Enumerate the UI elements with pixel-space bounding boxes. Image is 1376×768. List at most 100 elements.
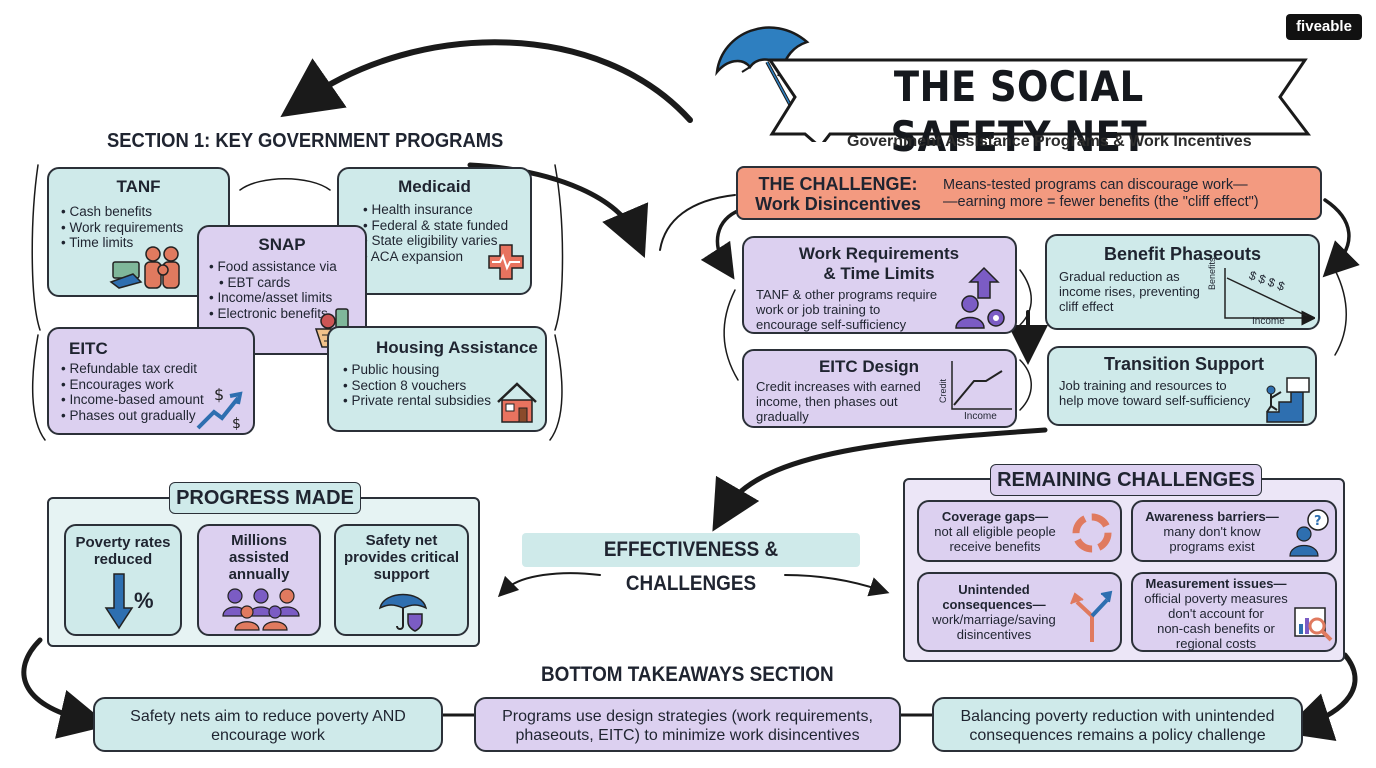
page-subtitle: Government Assistance Programs & Work In… [847, 133, 1252, 150]
challenge-card: Unintended consequences— work/marriage/s… [917, 572, 1122, 652]
card-text: Gradual reduction as [1059, 269, 1180, 284]
takeaway-text: phaseouts, EITC) to minimize work disinc… [515, 727, 860, 744]
list-item: Health insurance [363, 202, 508, 218]
coverage-gap-icon [1072, 513, 1112, 553]
takeaway-card: Safety nets aim to reduce poverty AND en… [93, 697, 443, 752]
challenge-bar: THE CHALLENGE: Work Disincentives Means-… [736, 166, 1322, 220]
takeaways-heading: BOTTOM TAKEAWAYS SECTION [541, 663, 834, 686]
progress-card: Safety net provides critical support [334, 524, 469, 636]
takeaway-card: Balancing poverty reduction with uninten… [932, 697, 1303, 752]
progress-text: annually [228, 566, 290, 583]
split-arrows-icon [1070, 590, 1113, 642]
crowd-icon [222, 588, 300, 631]
arrow-strategies-to-center [712, 427, 1048, 532]
challenge-card: Coverage gaps— not all eligible people r… [917, 500, 1122, 562]
challenge-text: official poverty measures [1144, 591, 1288, 606]
challenge-label-2: Work Disincentives [755, 194, 921, 214]
challenge-head: Awareness barriers— [1145, 509, 1279, 524]
phaseout-graph-icon [1224, 268, 1315, 326]
strategy-card-eitc-design: EITC Design Credit increases with earned… [742, 349, 1017, 428]
card-text: income rises, preventing [1059, 284, 1200, 299]
challenge-text: disincentives [956, 627, 1032, 642]
program-title: Medicaid [398, 177, 471, 196]
list-item: Work requirements [61, 220, 183, 236]
rising-dollar-icon: $ $ [196, 385, 243, 432]
program-title: Housing Assistance [376, 338, 538, 357]
svg-text:$: $ [232, 416, 241, 432]
challenge-label: THE CHALLENGE: [758, 174, 918, 194]
arrow-title-to-section1 [280, 39, 693, 123]
challenge-head: consequences— [942, 597, 1046, 612]
takeaway-text: encourage work [211, 727, 325, 744]
progress-panel: PROGRESS MADE Poverty rates reduced % Mi… [47, 482, 480, 647]
center-label: EFFECTIVENESS & CHALLENGES [522, 533, 860, 595]
progress-text: provides critical [343, 549, 460, 566]
challenge-head: Coverage gaps— [941, 509, 1049, 524]
medical-cross-icon [488, 244, 524, 280]
card-text: Credit increases with earned [756, 379, 921, 394]
program-card-medicaid: Medicaid Health insurance Federal & stat… [337, 167, 532, 295]
card-text: cliff effect [1059, 299, 1114, 314]
challenge-text: many don't know [1163, 524, 1261, 539]
challenge-text-1: Means-tested programs can discourage wor… [943, 177, 1248, 193]
question-person-icon: ? [1289, 509, 1329, 557]
card-text: gradually [756, 409, 809, 424]
list-item: Private rental subsidies [343, 393, 491, 409]
strategy-card-benefit-phaseouts: Benefit Phaseouts Gradual reduction as i… [1045, 234, 1320, 330]
list-item: State eligibility varies [363, 233, 508, 249]
arrow-challenge-left [659, 194, 736, 251]
challenge-text: don't account for [1168, 606, 1264, 621]
list-item: Income/asset limits [209, 290, 337, 306]
takeaway-text: Programs use design strategies (work req… [502, 708, 873, 725]
page-title: THE SOCIAL SAFETY NET [890, 62, 1147, 161]
arrow-progress-to-takeaways [21, 637, 110, 739]
progress-text: reduced [93, 551, 153, 568]
takeaway-card: Programs use design strategies (work req… [474, 697, 901, 752]
challenge-text: regional costs [1175, 636, 1257, 651]
progress-card: Millions assisted annually [197, 524, 321, 636]
program-title: SNAP [258, 235, 306, 254]
program-card-eitc: EITC Refundable tax credit Encourages wo… [47, 327, 255, 435]
card-title: EITC Design [818, 357, 920, 376]
challenge-head: Unintended [958, 582, 1030, 597]
card-title: Benefit Phaseouts [1103, 244, 1262, 264]
progress-text: Millions [231, 532, 287, 549]
list-item: Section 8 vouchers [343, 378, 491, 394]
list-item: Income-based amount [61, 392, 203, 408]
card-title-2: & Time Limits [823, 264, 935, 283]
list-item: Time limits [61, 235, 183, 251]
list-item: Phases out gradually [61, 408, 204, 424]
phaseout-y-axis: Benefits [1207, 257, 1217, 290]
progress-text: assisted [228, 549, 290, 566]
challenge-text-2: —earning more = fewer benefits (the "cli… [943, 194, 1259, 210]
card-title: Work Requirements [798, 244, 960, 263]
phaseout-x-axis: Income [1252, 316, 1285, 327]
list-item: ACA expansion [363, 249, 508, 265]
arrow-remaining-to-takeaways [1281, 652, 1358, 742]
list-item: Food assistance via [209, 259, 336, 275]
progress-text: support [373, 566, 430, 583]
list-item: Public housing [343, 362, 491, 378]
remaining-heading: REMAINING CHALLENGES [990, 464, 1262, 496]
card-text: income, then phases out [756, 394, 898, 409]
progress-heading: PROGRESS MADE [169, 482, 361, 514]
list-item: Federal & state funded [363, 218, 508, 234]
card-title: Transition Support [1104, 354, 1264, 374]
challenge-text: work/marriage/saving [932, 612, 1056, 627]
arrow-center-right [784, 574, 890, 597]
takeaway-text: Balancing poverty reduction with uninten… [960, 708, 1275, 725]
title-banner [767, 58, 1312, 142]
card-text: TANF & other programs require [756, 287, 938, 302]
arrow-challenge-to-phaseouts [1322, 198, 1360, 278]
climbing-stairs-icon [1266, 377, 1310, 423]
card-text: encourage self-sufficiency [756, 317, 907, 332]
challenge-text: non-cash benefits or [1157, 621, 1275, 636]
arrow-center-left [497, 572, 601, 598]
eitc-curve-icon [951, 361, 1012, 410]
magnify-chart-icon [1294, 607, 1333, 642]
progress-card: Poverty rates reduced % [64, 524, 182, 636]
program-title: EITC [69, 339, 108, 358]
strategy-card-transition-support: Transition Support Job training and reso… [1047, 346, 1317, 426]
umbrella-shield-icon [378, 593, 428, 632]
list-item: Cash benefits [61, 204, 183, 220]
